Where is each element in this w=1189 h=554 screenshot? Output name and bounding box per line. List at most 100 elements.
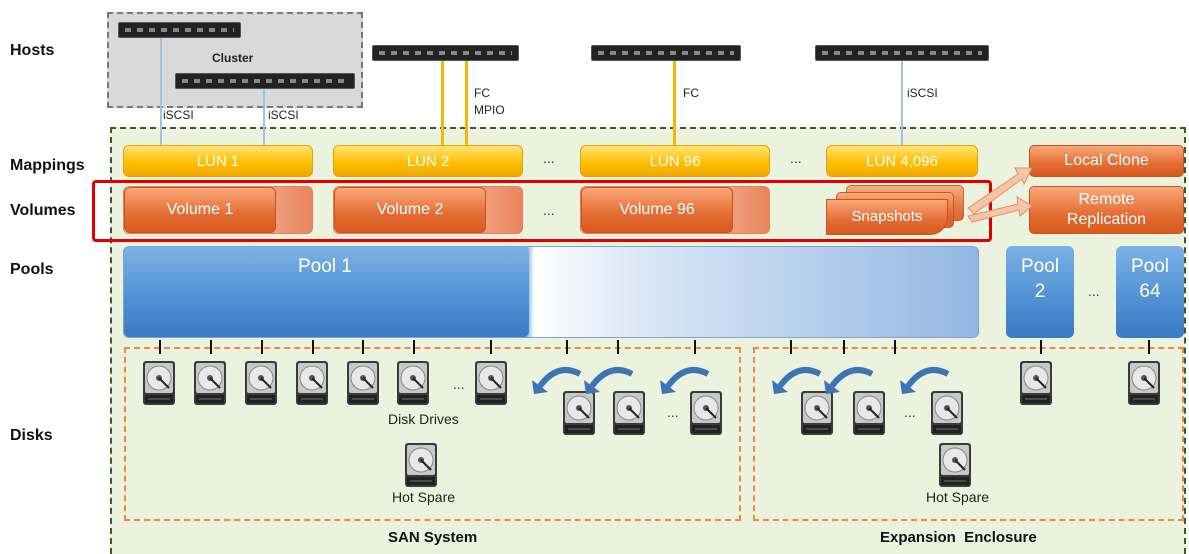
hard-disk-icon xyxy=(474,360,508,406)
server-icon xyxy=(118,22,241,38)
hard-disk-icon xyxy=(612,390,646,436)
fc-link xyxy=(465,61,468,145)
row-label-pools: Pools xyxy=(10,261,54,278)
pool-disk-connector xyxy=(790,340,792,354)
remote-replication-line1: Remote xyxy=(1078,191,1135,208)
conn-label: iSCSI xyxy=(163,108,194,122)
pool-disk-connector xyxy=(617,340,619,354)
hard-disk-icon xyxy=(295,360,329,406)
pool-disk-connector xyxy=(1148,340,1150,354)
arrow-icon xyxy=(967,167,1033,215)
volume-label: Volume 1 xyxy=(124,187,276,233)
row-label-disks: Disks xyxy=(10,427,53,444)
iscsi-link xyxy=(901,61,903,145)
hard-disk-icon xyxy=(193,360,227,406)
remote-replication-line2: Replication xyxy=(1066,211,1147,228)
curved-arrow-icon xyxy=(829,367,874,388)
ellipsis: ... xyxy=(453,376,465,392)
pool-64[interactable]: Pool 64 xyxy=(1116,246,1184,338)
expansion-enclosure xyxy=(753,347,1184,521)
pool-disk-connector xyxy=(312,340,314,354)
pool-2[interactable]: Pool 2 xyxy=(1006,246,1074,338)
curved-arrow-icon xyxy=(537,367,582,388)
cluster-label: Cluster xyxy=(212,51,254,65)
hard-disk-icon xyxy=(930,390,964,436)
conn-label: iSCSI xyxy=(268,108,299,122)
iscsi-link xyxy=(160,38,162,145)
clone-arrows xyxy=(967,167,1033,223)
volume-label: Volume 96 xyxy=(581,187,733,233)
volume-label: Volume 2 xyxy=(334,187,486,233)
volume-2[interactable]: Volume 2 xyxy=(333,186,523,234)
curved-arrow-icon xyxy=(905,367,950,388)
hard-disk-icon xyxy=(689,390,723,436)
san-system-label: SAN System xyxy=(388,529,478,546)
ellipsis: ... xyxy=(667,404,679,420)
hard-disk-icon xyxy=(396,360,430,406)
conn-label: FC xyxy=(474,86,490,100)
volume-96[interactable]: Volume 96 xyxy=(580,186,770,234)
row-label-volumes: Volumes xyxy=(10,202,76,219)
rebuild-arrows xyxy=(532,367,710,394)
hard-disk-icon xyxy=(142,360,176,406)
remote-replication[interactable]: Remote Replication xyxy=(1029,186,1184,234)
pool-disk-connector xyxy=(159,340,161,354)
ellipsis: ... xyxy=(790,150,802,166)
pool-disk-connector xyxy=(694,340,696,354)
server-icon xyxy=(175,73,355,89)
pool-disk-connector xyxy=(566,340,568,354)
pool-1-fill xyxy=(124,247,529,337)
server-icon xyxy=(591,45,741,61)
disk-drives-label: Disk Drives xyxy=(388,411,459,427)
local-clone[interactable]: Local Clone xyxy=(1029,145,1184,177)
curved-arrow-icon xyxy=(665,367,710,388)
curved-arrow-icon xyxy=(777,367,822,388)
hard-disk-icon xyxy=(800,390,834,436)
row-label-mappings: Mappings xyxy=(10,157,85,174)
hard-disk-icon xyxy=(1127,360,1161,406)
pool-64-line1: Pool xyxy=(1130,256,1170,277)
server-icon xyxy=(815,45,989,61)
pool-1-label: Pool 1 xyxy=(298,256,352,277)
pool-disk-connector xyxy=(894,340,896,354)
fc-link xyxy=(673,61,676,145)
lun-4096[interactable]: LUN 4,096 xyxy=(826,145,978,177)
snapshots[interactable]: Snapshots xyxy=(826,199,948,235)
hard-disk-icon xyxy=(404,442,438,488)
hot-spare-label: Hot Spare xyxy=(392,489,456,505)
row-label-hosts: Hosts xyxy=(10,42,55,59)
volumes-highlight xyxy=(92,180,992,242)
arrow-icon xyxy=(967,196,1033,223)
hard-disk-icon xyxy=(938,442,972,488)
hard-disk-icon xyxy=(346,360,380,406)
server-icon xyxy=(372,45,519,61)
hard-disk-icon xyxy=(562,390,596,436)
ellipsis: ... xyxy=(543,202,555,218)
pool-disk-connector xyxy=(413,340,415,354)
expansion-enclosure-label: Expansion Enclosure xyxy=(880,529,1037,546)
iscsi-link xyxy=(263,89,265,145)
pool-disk-connector xyxy=(1040,340,1042,354)
lun-2[interactable]: LUN 2 xyxy=(333,145,523,177)
fc-link xyxy=(441,61,444,145)
conn-label: FC xyxy=(683,86,699,100)
pool-2-line2: 2 xyxy=(1034,281,1046,302)
pool-1[interactable] xyxy=(123,246,979,338)
san-system-enclosure xyxy=(124,347,741,521)
lun-1[interactable]: LUN 1 xyxy=(123,145,313,177)
hard-disk-icon xyxy=(852,390,886,436)
pool-disk-connector xyxy=(843,340,845,354)
hard-disk-icon xyxy=(1019,360,1053,406)
pool-disk-connector xyxy=(362,340,364,354)
lun-96[interactable]: LUN 96 xyxy=(580,145,770,177)
conn-label: MPIO xyxy=(474,103,505,117)
ellipsis: ... xyxy=(543,150,555,166)
pool-disk-connector xyxy=(261,340,263,354)
pool-64-line2: 64 xyxy=(1139,281,1161,302)
conn-label: iSCSI xyxy=(907,86,938,100)
volume-1[interactable]: Volume 1 xyxy=(123,186,313,234)
pool-2-line1: Pool xyxy=(1020,256,1060,277)
pool-disk-connector xyxy=(490,340,492,354)
ellipsis: ... xyxy=(1088,283,1100,299)
pool-disk-connector xyxy=(210,340,212,354)
